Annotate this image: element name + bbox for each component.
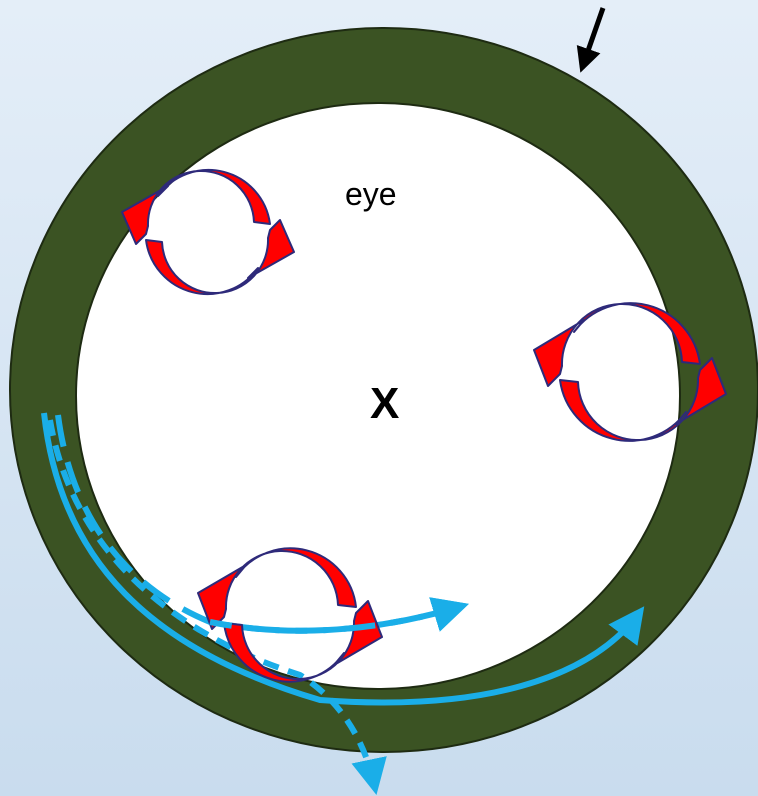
pointer-arrow-icon — [582, 8, 603, 68]
center-label: X — [370, 379, 399, 428]
eye-label: eye — [345, 176, 397, 212]
